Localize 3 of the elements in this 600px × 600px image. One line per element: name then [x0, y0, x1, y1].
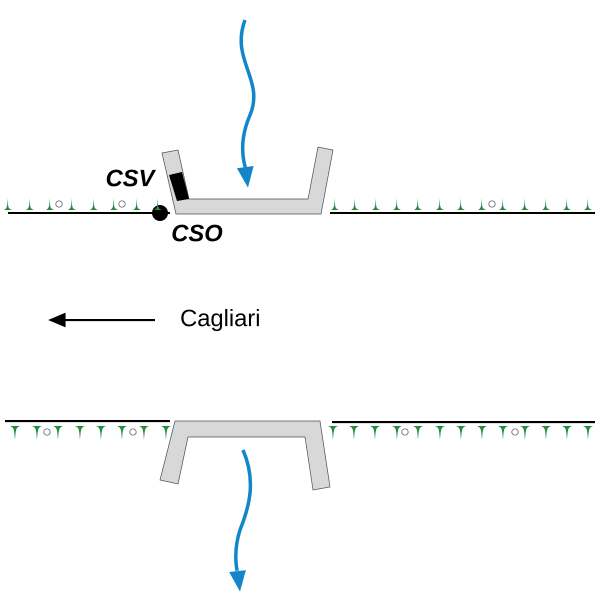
label-text: CSO — [172, 224, 222, 242]
place-label: Cagliari — [181, 308, 259, 332]
label-text: CSV — [106, 170, 156, 186]
